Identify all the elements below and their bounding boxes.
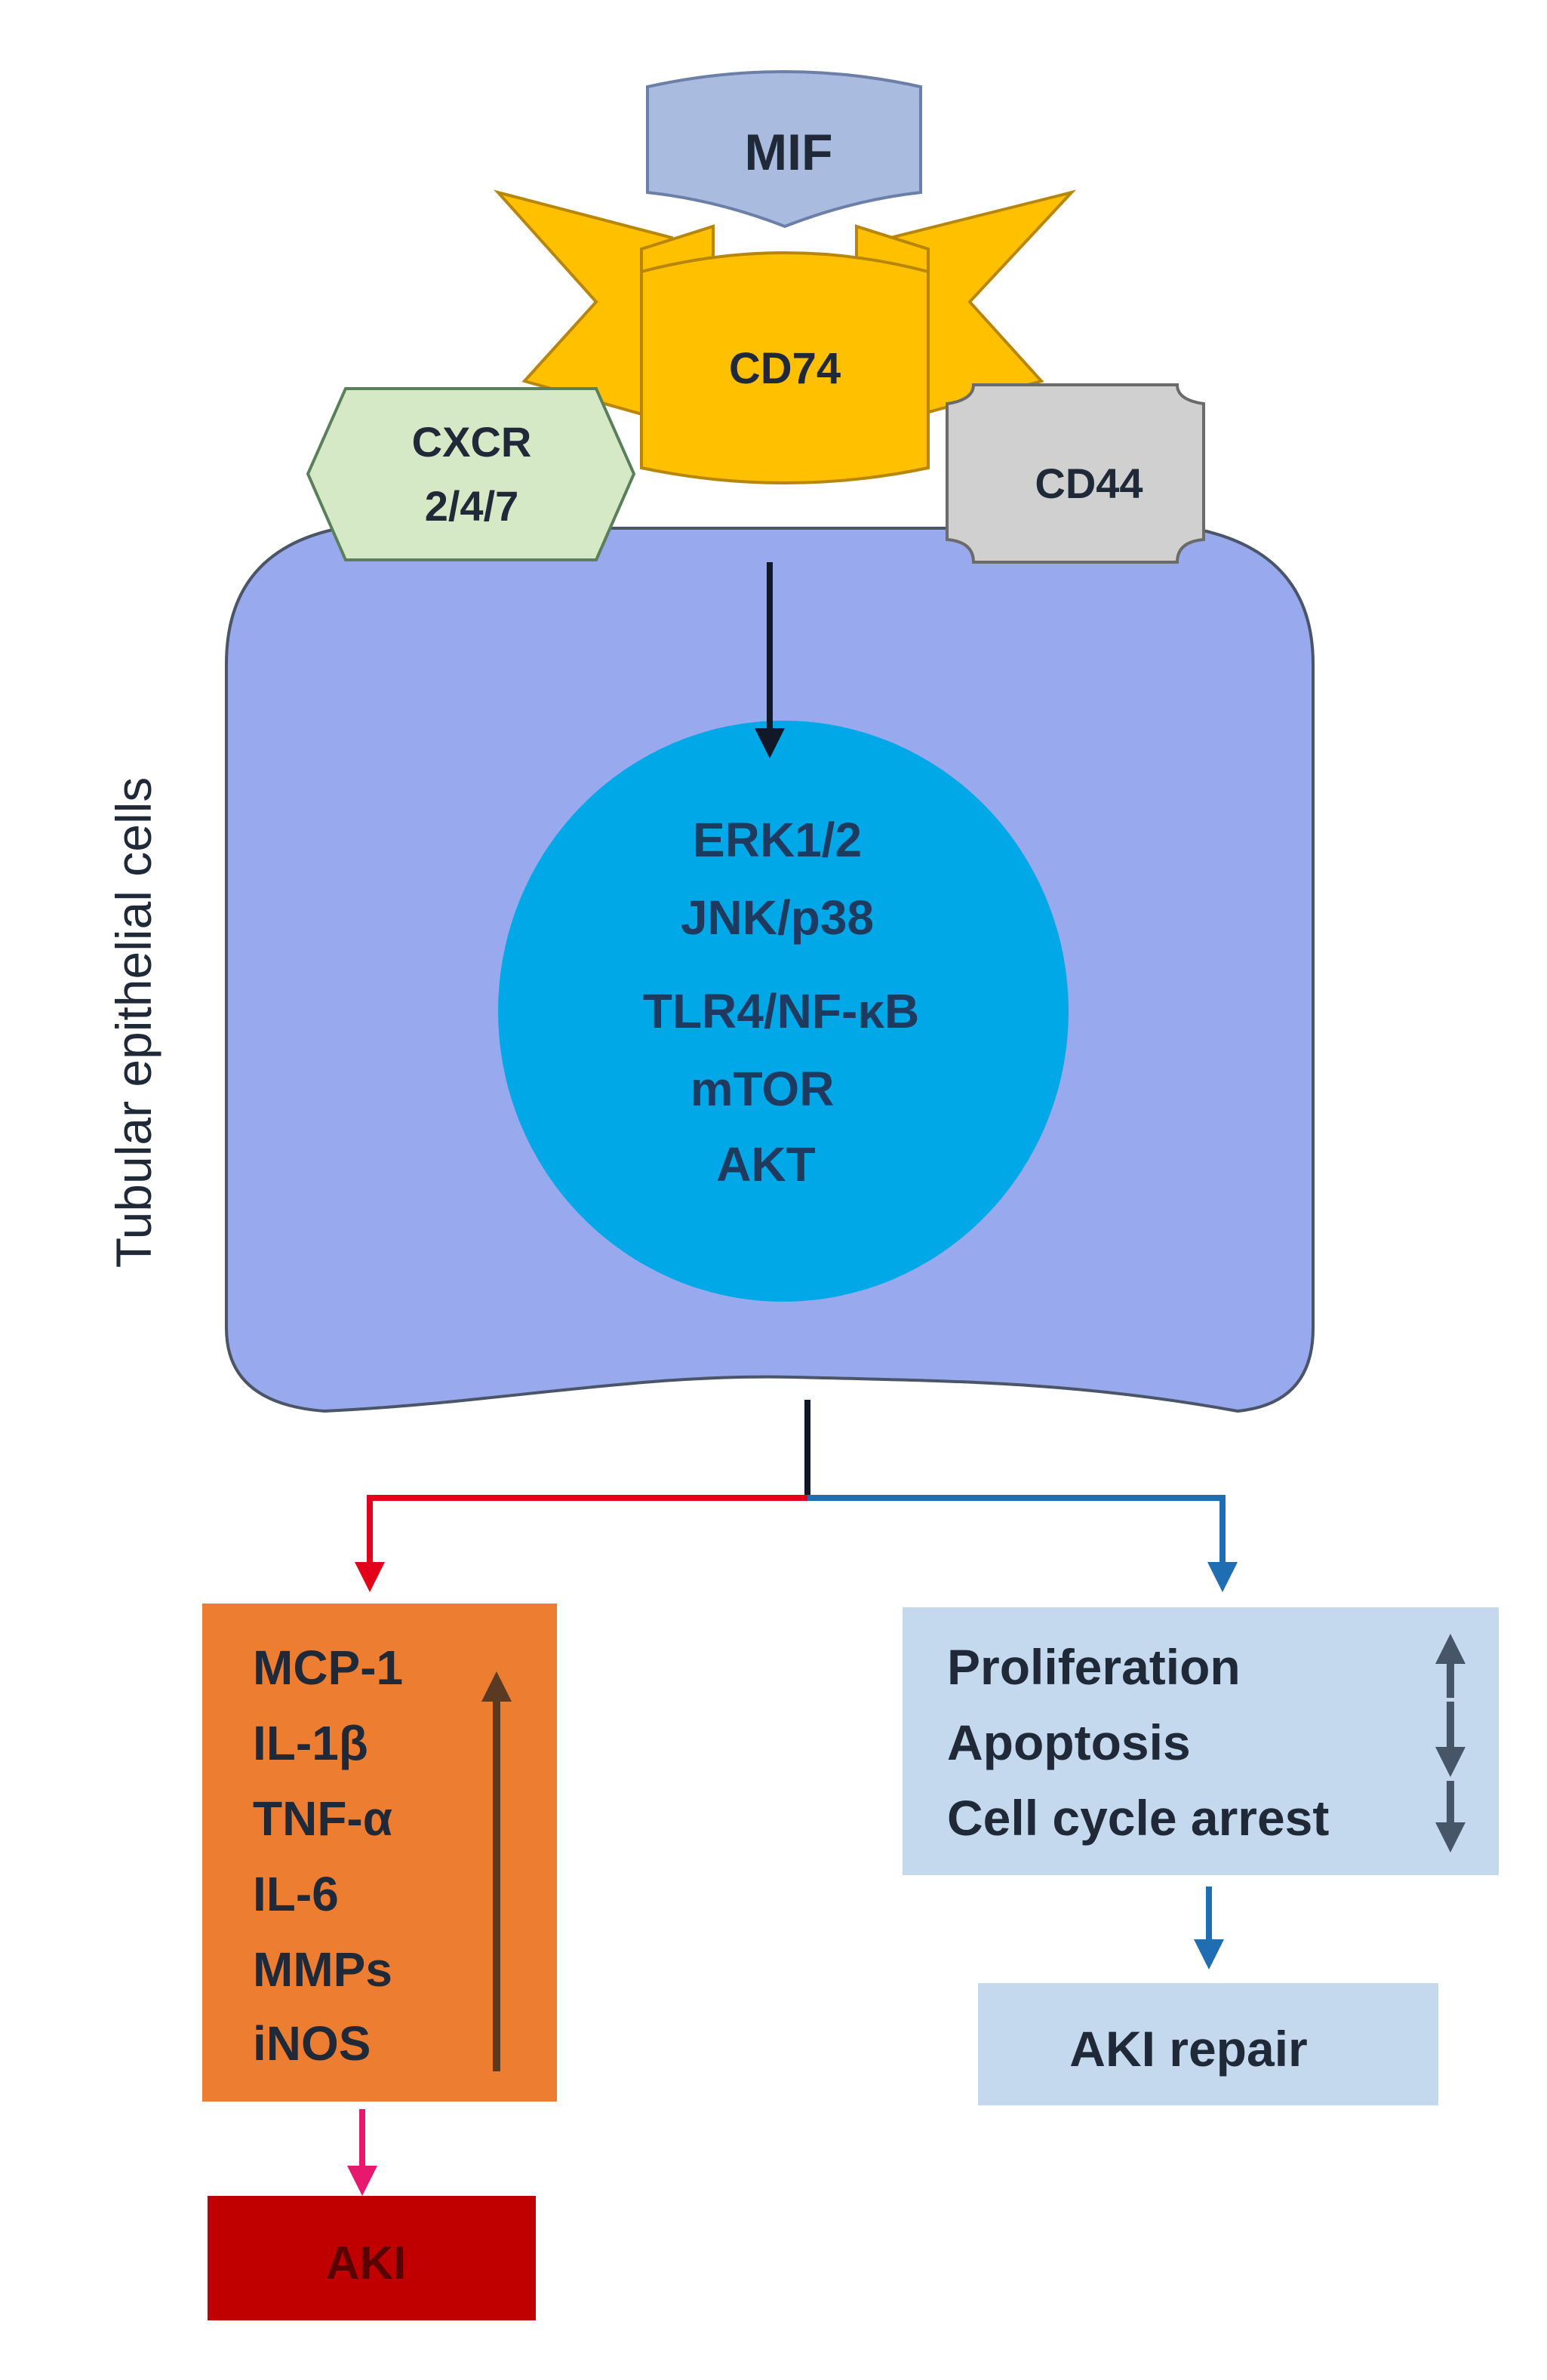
- red-branch-line: [355, 1495, 807, 1592]
- marker-item: MCP-1: [253, 1640, 403, 1695]
- cd74-cylinder: [640, 251, 930, 484]
- marker-item: IL-6: [253, 1867, 339, 1921]
- marker-item: MMPs: [253, 1942, 392, 1997]
- cxcr-label-line2: 2/4/7: [425, 482, 519, 530]
- aki-repair-box: [978, 1983, 1438, 2105]
- marker-item: TNF-α: [253, 1791, 392, 1846]
- cell-label: Tubular epithelial cells: [106, 777, 161, 1268]
- cxcr-label-line1: CXCR: [412, 418, 532, 466]
- pathway-item: TLR4/NF-κB: [643, 984, 919, 1038]
- cd44-receptor-shape: [946, 383, 1205, 564]
- effect-item: Cell cycle arrest: [947, 1790, 1329, 1846]
- effect-item: Proliferation: [947, 1639, 1241, 1695]
- nucleus: [498, 721, 1069, 1302]
- cd44-label: CD44: [1035, 460, 1143, 507]
- aki-label: AKI: [326, 2237, 407, 2289]
- aki-box: [208, 2196, 536, 2320]
- pathway-item: mTOR: [690, 1062, 835, 1116]
- pathway-item: AKT: [716, 1137, 816, 1192]
- marker-item: iNOS: [253, 2016, 371, 2071]
- repair-effects-box: [903, 1607, 1499, 1875]
- aki-repair-label: AKI repair: [1069, 2021, 1307, 2077]
- cxcr-receptor-shape: [306, 387, 636, 561]
- cd74-label: CD74: [729, 344, 841, 393]
- blue-branch-line: [807, 1495, 1238, 1592]
- effect-item: Apoptosis: [947, 1714, 1191, 1770]
- pathway-item: JNK/p38: [681, 890, 874, 945]
- pathway-item: ERK1/2: [693, 813, 862, 867]
- mif-label: MIF: [744, 124, 832, 181]
- marker-item: IL-1β: [253, 1716, 368, 1770]
- mif-ligand-shape: [646, 70, 922, 229]
